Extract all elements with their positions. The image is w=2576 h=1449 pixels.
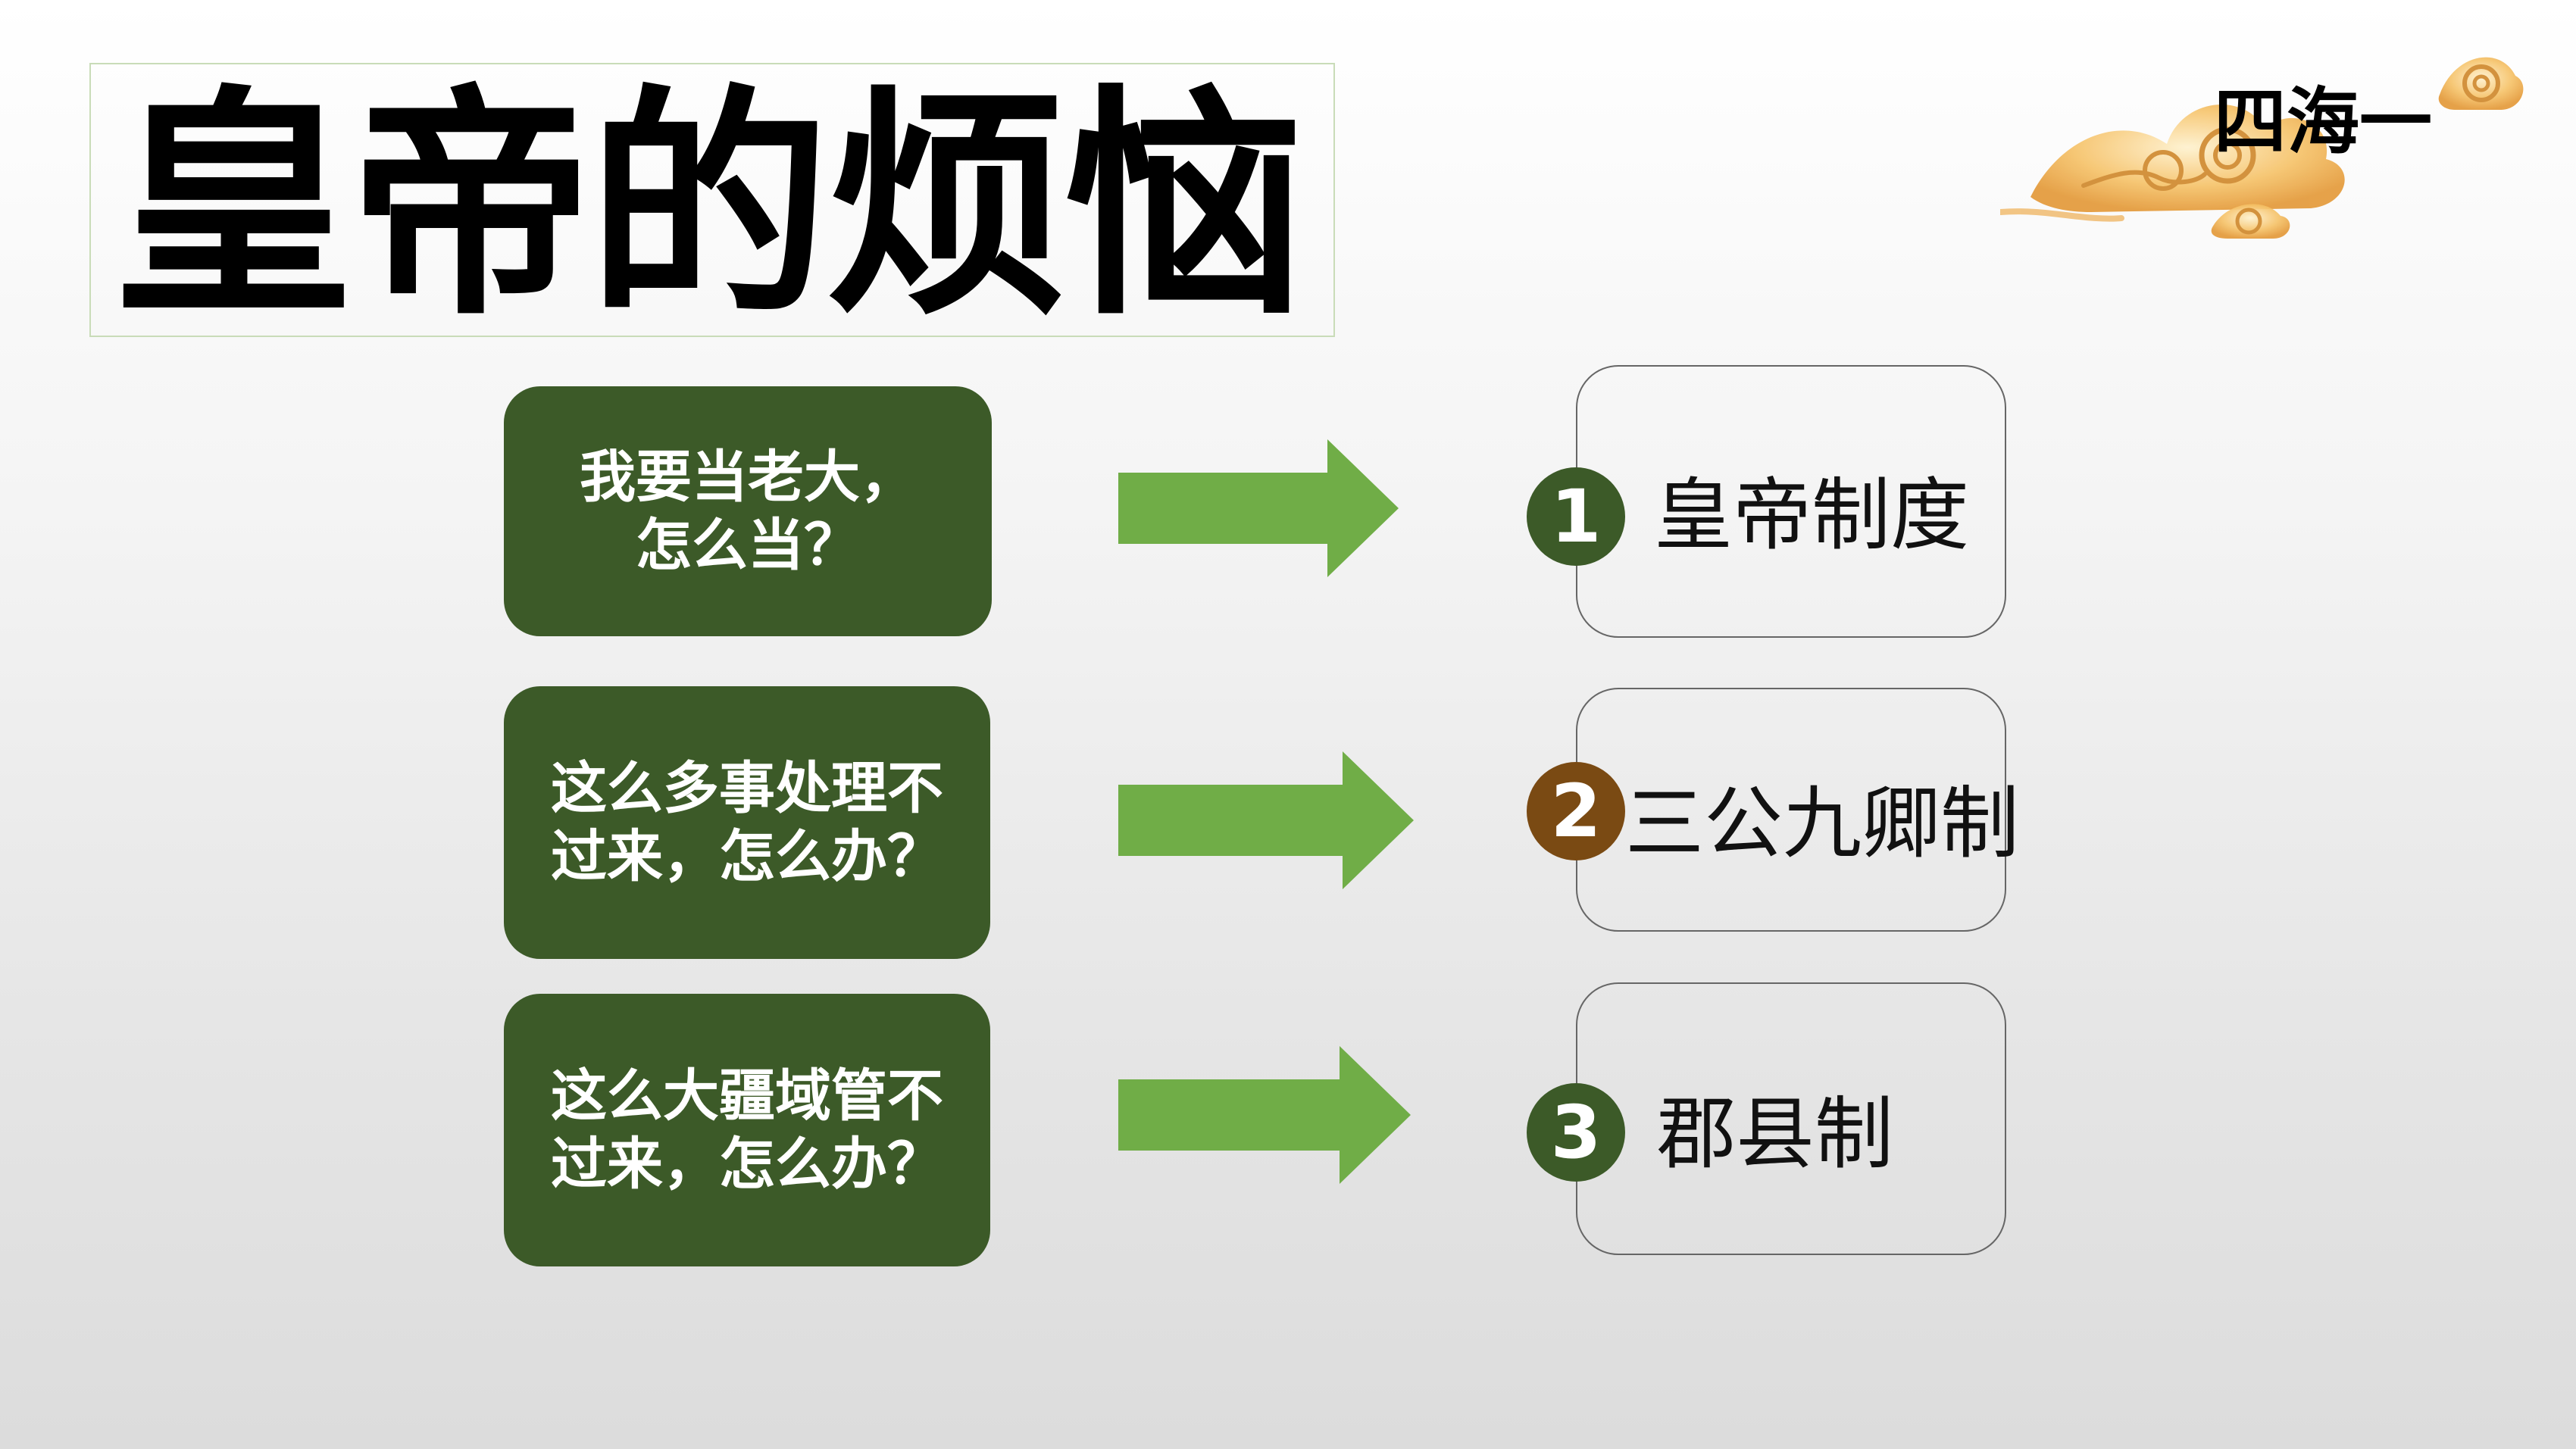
right-arrow-icon: [1118, 751, 1414, 889]
question-box-2: 这么多事处理不 过来，怎么办？: [504, 686, 990, 959]
number-badge-3: 3: [1527, 1083, 1625, 1182]
right-arrow-icon: [1118, 439, 1399, 577]
title-box: 皇帝的烦恼: [89, 63, 1335, 337]
answer-label-1: 皇帝制度: [1654, 469, 1970, 561]
page-title: 皇帝的烦恼: [112, 66, 1306, 348]
right-arrow-icon: [1118, 1046, 1411, 1184]
number-badge-2: 2: [1527, 762, 1625, 860]
question-box-1: 我要当老大， 怎么当？: [504, 386, 992, 636]
answer-label-3: 郡县制: [1657, 1088, 1894, 1180]
question-box-3: 这么大疆域管不 过来，怎么办？: [504, 994, 990, 1266]
question-text-3: 这么大疆域管不 过来，怎么办？: [551, 1063, 943, 1197]
answer-label-2: 三公九卿制: [1625, 777, 2020, 870]
number-badge-1: 1: [1527, 467, 1625, 566]
question-text-1: 我要当老大， 怎么当？: [580, 445, 916, 578]
question-text-2: 这么多事处理不 过来，怎么办？: [551, 756, 943, 889]
auspicious-cloud-icon: [2000, 57, 2524, 239]
chapter-label: 四海一: [2214, 80, 2432, 164]
